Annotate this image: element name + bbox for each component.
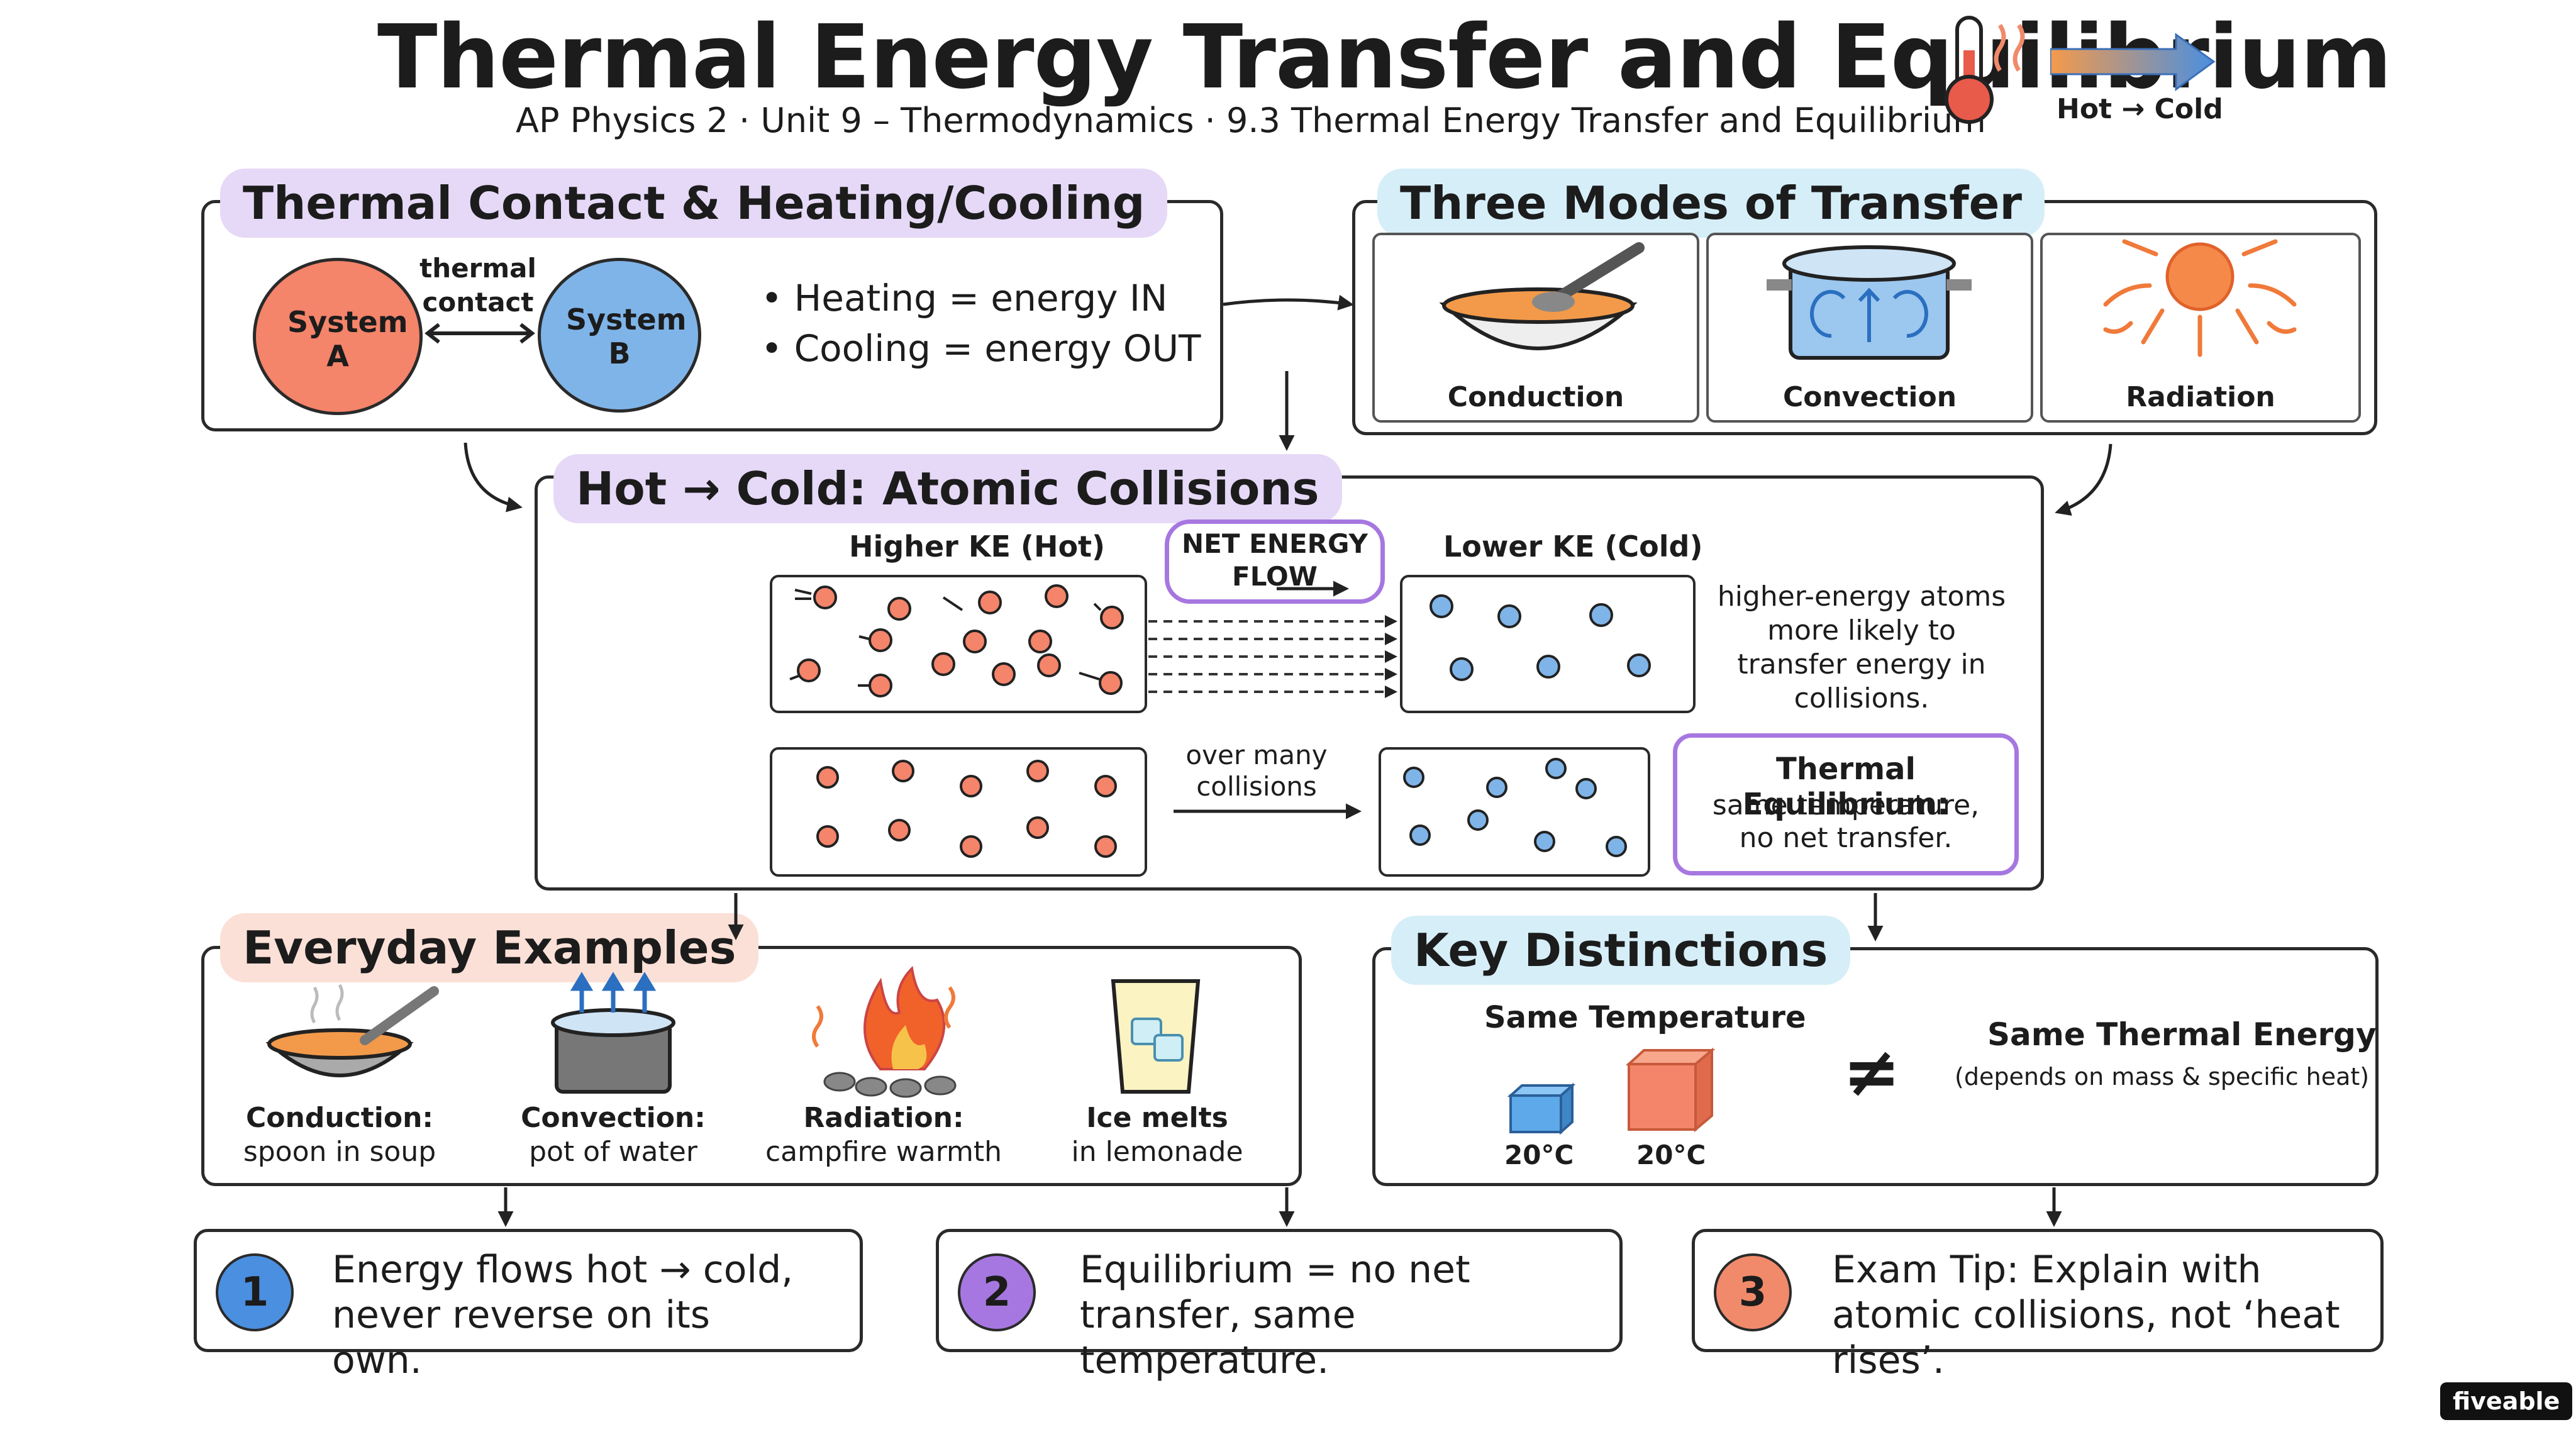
mode-label: Convection (1782, 381, 1957, 413)
distinctions-panel (1372, 947, 2379, 1186)
page-subtitle: AP Physics 2 · Unit 9 – Thermodynamics ·… (516, 101, 1986, 140)
system-a-label: System A (287, 305, 408, 373)
takeaway-text: Energy flows hot → cold, never reverse o… (332, 1248, 794, 1382)
example-name: Conduction: (245, 1102, 433, 1134)
sun-icon (2103, 239, 2297, 357)
mode-radiation: Radiation (2040, 233, 2361, 423)
system-b: System B (538, 258, 701, 413)
cooling-text: • Cooling = energy OUT (761, 327, 1201, 370)
example-desc: spoon in soup (243, 1136, 436, 1168)
equilibrium-callout: Thermal Equilibrium: same temperature, n… (1673, 733, 2019, 875)
heating-text: • Heating = energy IN (761, 277, 1168, 319)
fiveable-logo: fiveable (2440, 1382, 2573, 1420)
over-many-collisions-label: over many collisions (1185, 740, 1328, 802)
hot-atoms-panel (770, 575, 1147, 713)
same-thermal-energy-label: Same Thermal Energy (1987, 1016, 2377, 1053)
hot-to-cold-label: Hot → Cold (2057, 93, 2223, 125)
takeaway-3: 3 Exam Tip: Explain with atomic collisio… (1692, 1229, 2384, 1382)
cold-equilibrium-panel (1379, 747, 1650, 877)
takeaway-number: 3 (1714, 1253, 1792, 1331)
example-desc: in lemonade (1071, 1136, 1243, 1168)
system-b-label: System B (566, 303, 687, 370)
not-equal-symbol: ≠ (1843, 1031, 1901, 1112)
connector-arrow (2055, 443, 2112, 516)
connector-arrow (464, 442, 523, 513)
same-temperature-label: Same Temperature (1484, 1000, 1806, 1035)
example-name: Convection: (521, 1102, 706, 1134)
mode-label: Radiation (2126, 381, 2275, 413)
example-name: Radiation: (803, 1102, 964, 1134)
takeaway-text: Equilibrium = no net transfer, same temp… (1080, 1248, 1470, 1382)
large-cube-temp: 20°C (1636, 1140, 1706, 1170)
example-desc: campfire warmth (765, 1136, 1002, 1168)
mode-convection: Convection (1706, 233, 2033, 423)
equilibrium-title: Thermal Equilibrium: (1742, 752, 1950, 822)
small-cube-temp: 20°C (1504, 1140, 1574, 1170)
modes-title: Three Modes of Transfer (1377, 169, 2045, 238)
hot-equilibrium-panel (770, 747, 1147, 877)
soup-bowl-icon (1439, 242, 1645, 350)
net-energy-flow-badge: NET ENERGY FLOW (1165, 519, 1385, 604)
distinctions-title: Key Distinctions (1391, 916, 1851, 985)
takeaway-number: 1 (216, 1253, 294, 1331)
net-energy-flow-label: NET ENERGY FLOW (1182, 528, 1368, 592)
mode-label: Conduction (1447, 381, 1624, 413)
mode-conduction: Conduction (1372, 233, 1699, 423)
cold-label: Lower KE (Cold) (1443, 530, 1703, 564)
thermal-contact-label: thermal contact (419, 253, 536, 318)
hot-to-cold-arrow (2050, 33, 2216, 91)
collision-note: higher-energy atoms more likely to trans… (1717, 580, 2006, 714)
example-name: Ice melts (1086, 1102, 1228, 1134)
takeaway-2: 2 Equilibrium = no net transfer, same te… (936, 1229, 1623, 1382)
thermal-energy-note: (depends on mass & specific heat) (1955, 1063, 2370, 1091)
takeaway-number: 2 (958, 1253, 1036, 1331)
example-desc: pot of water (529, 1136, 697, 1168)
takeaway-1: 1 Energy flows hot → cold, never reverse… (194, 1229, 863, 1382)
hot-label: Higher KE (Hot) (849, 530, 1106, 564)
cold-atoms-panel (1400, 575, 1696, 713)
connector-arrow (1223, 294, 1354, 311)
takeaway-text: Exam Tip: Explain with atomic collisions… (1832, 1248, 2340, 1382)
contact-double-arrow (425, 323, 535, 344)
pot-icon (1767, 245, 1972, 360)
examples-title: Everyday Examples (220, 913, 759, 982)
thermal-contact-title: Thermal Contact & Heating/Cooling (220, 169, 1168, 238)
system-a: System A (253, 258, 423, 415)
collisions-title: Hot → Cold: Atomic Collisions (553, 454, 1342, 523)
equilibrium-text: same temperature, no net transfer. (1712, 789, 1980, 854)
